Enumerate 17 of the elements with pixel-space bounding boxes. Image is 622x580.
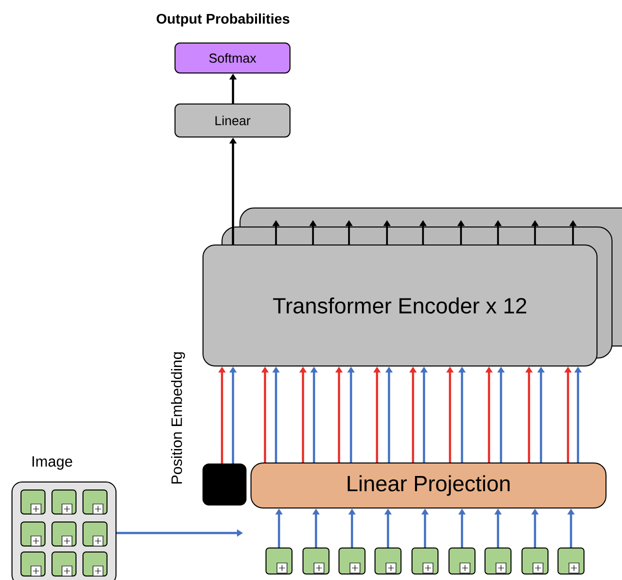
patch-icon xyxy=(374,548,402,574)
projection-box: Linear Projection xyxy=(250,462,606,508)
encoder-box: Transformer Encoder x 12 xyxy=(202,244,598,366)
patch-icon xyxy=(302,548,330,574)
softmax-box: Softmax xyxy=(174,42,290,74)
title: Output Probabilities xyxy=(156,13,290,27)
axis-label: Position Embedding xyxy=(171,352,185,484)
patch-icon xyxy=(522,548,548,574)
patch-icon xyxy=(266,548,292,574)
linear-box: Linear xyxy=(174,104,290,138)
patch-icon xyxy=(448,548,476,574)
image-heading: Image xyxy=(32,456,72,470)
patch-icon xyxy=(412,548,438,574)
patch-icon xyxy=(484,548,512,574)
patch-icon xyxy=(338,548,366,574)
patch-icon xyxy=(558,548,584,574)
embedding-box xyxy=(202,464,246,506)
